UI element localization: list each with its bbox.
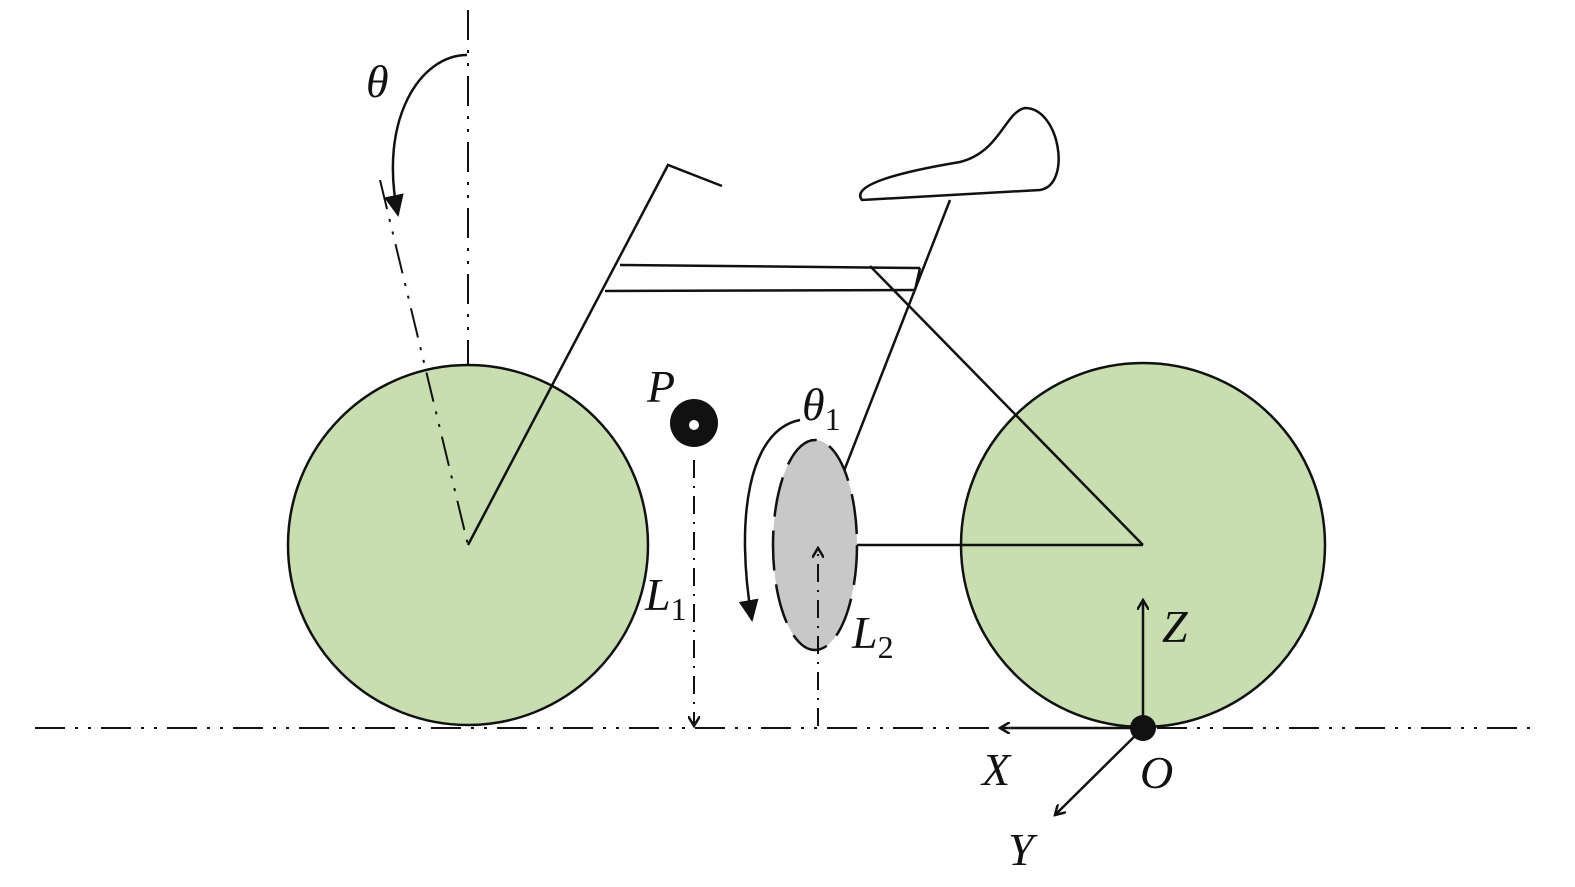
tilted-reference-line — [379, 179, 469, 546]
theta-label: θ — [366, 56, 389, 107]
point-p-center — [689, 420, 699, 430]
y-label: Y — [1008, 824, 1038, 875]
l2-label: L2 — [851, 607, 894, 665]
l2-symbol: L — [851, 607, 878, 658]
theta-arrow — [384, 53, 468, 217]
x-label: X — [980, 744, 1012, 795]
bicycle-frame — [466, 163, 1144, 547]
saddle — [859, 106, 1060, 202]
origin-label: O — [1140, 747, 1173, 798]
l1-label: L1 — [644, 569, 687, 627]
theta1-symbol: θ — [802, 379, 825, 430]
theta1-subscript: 1 — [825, 401, 841, 437]
p-label: P — [646, 361, 675, 412]
theta1-label: θ1 — [802, 379, 841, 437]
flywheel — [771, 438, 859, 652]
y-axis — [1055, 727, 1144, 815]
l1-subscript: 1 — [671, 591, 687, 627]
origin-point — [1130, 715, 1156, 741]
l1-symbol: L — [644, 569, 671, 620]
theta1-arrow — [738, 418, 801, 622]
l2-subscript: 2 — [878, 629, 894, 665]
z-label: Z — [1162, 601, 1188, 652]
